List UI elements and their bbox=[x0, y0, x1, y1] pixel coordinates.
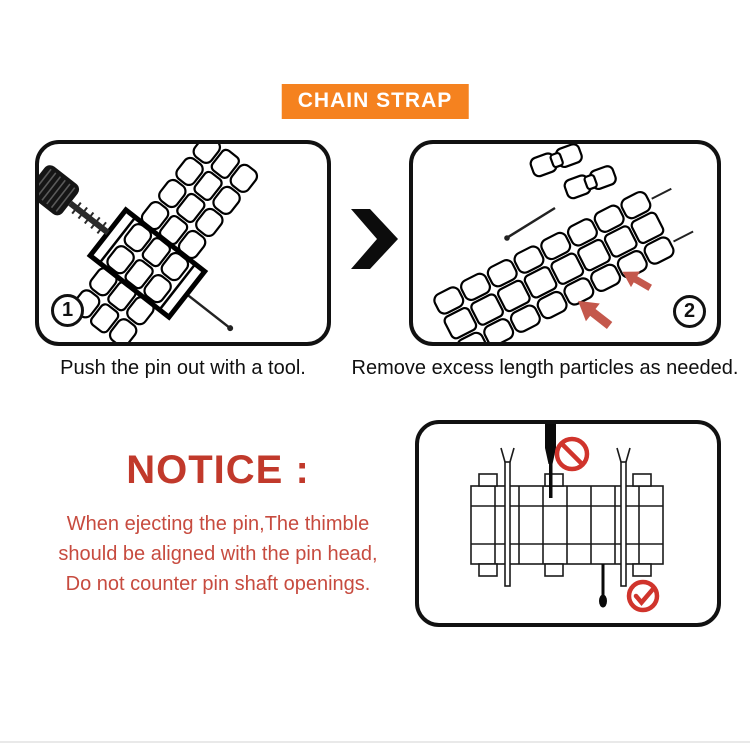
link-remover-tool-illustration bbox=[39, 144, 261, 342]
link-pin bbox=[673, 230, 694, 243]
removed-link-piece bbox=[529, 144, 583, 178]
removed-link-piece bbox=[563, 165, 617, 200]
ejected-pin bbox=[186, 293, 231, 330]
notice-body: When ejecting the pin,The thimble should… bbox=[38, 509, 398, 599]
notice-section: NOTICE : When ejecting the pin,The thimb… bbox=[38, 448, 398, 599]
notice-title: NOTICE : bbox=[126, 448, 310, 492]
notice-line-2: should be aligned with the pin head, bbox=[58, 543, 378, 565]
title-banner: CHAIN STRAP bbox=[281, 84, 469, 119]
bottom-divider bbox=[0, 741, 750, 743]
check-icon bbox=[626, 579, 660, 613]
watch-band bbox=[430, 187, 694, 342]
fork-pin bbox=[500, 447, 631, 587]
knurled-knob bbox=[39, 165, 80, 216]
link-pin bbox=[651, 187, 672, 200]
band-cross-section bbox=[470, 473, 664, 577]
step-1-digit: 1 bbox=[61, 299, 74, 321]
alignment-warning-panel bbox=[415, 420, 721, 627]
step-1-caption: Push the pin out with a tool. bbox=[60, 357, 306, 379]
step-1-number: 1 bbox=[51, 294, 84, 327]
notice-line-3: Do not counter pin shaft openings. bbox=[65, 573, 371, 595]
step-2-number: 2 bbox=[673, 295, 706, 328]
step-1-panel: 1 bbox=[35, 140, 331, 346]
prohibition-icon bbox=[554, 436, 590, 472]
pin-removal-tool bbox=[39, 165, 234, 332]
thimble-graphic bbox=[545, 424, 556, 498]
loose-pin bbox=[504, 206, 556, 241]
separated-links-illustration bbox=[430, 144, 694, 342]
step-2-digit: 2 bbox=[683, 300, 696, 322]
notice-line-1: When ejecting the pin,The thimble bbox=[66, 513, 370, 535]
right-chevron-icon bbox=[351, 209, 398, 269]
step-2-caption: Remove excess length particles as needed… bbox=[351, 357, 739, 379]
step-2-panel: 2 bbox=[409, 140, 721, 346]
ejected-pin-graphic bbox=[599, 564, 607, 608]
pin-alignment-diagram bbox=[470, 424, 664, 613]
